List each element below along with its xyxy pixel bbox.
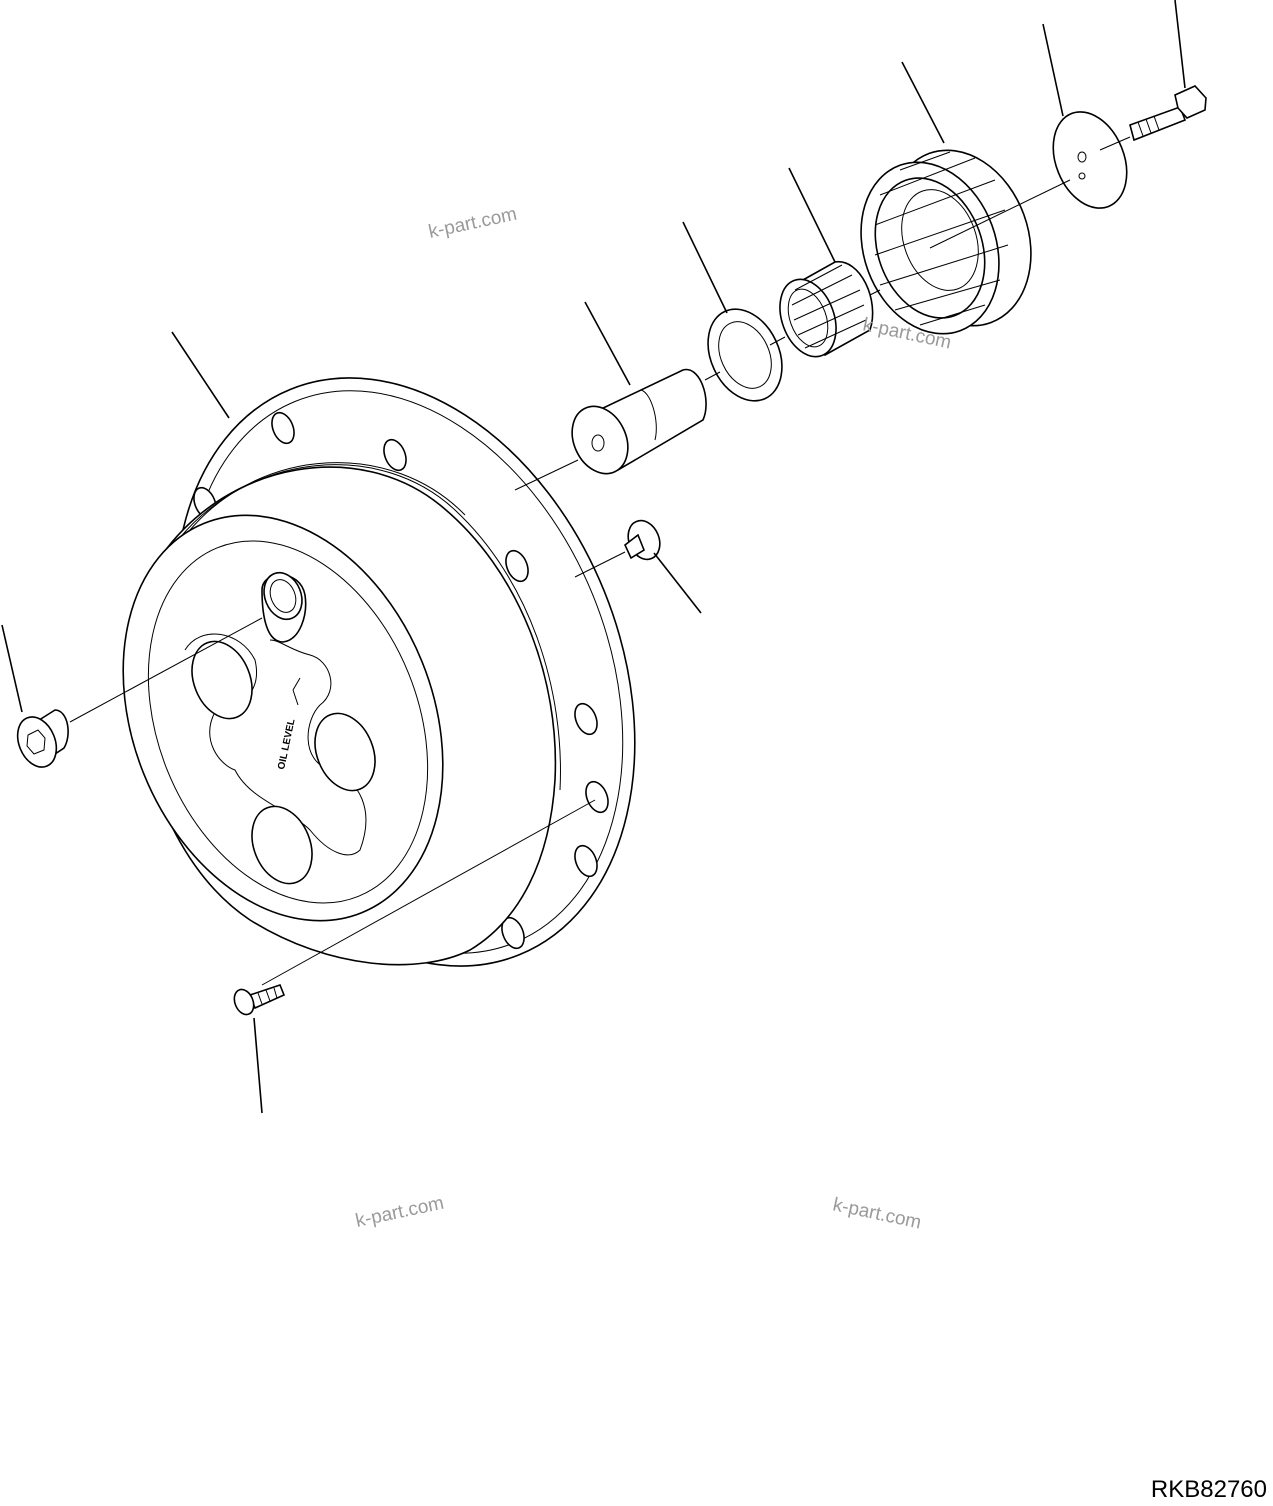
callout-drain-plug bbox=[1, 624, 23, 713]
needle-bearing bbox=[779, 261, 874, 358]
callout-leaders bbox=[1, 0, 1186, 1114]
watermark: k-part.com bbox=[831, 1194, 923, 1233]
callout-countersunk-screw bbox=[253, 1017, 263, 1114]
callout-cover-plate bbox=[1042, 23, 1064, 117]
hex-bolt bbox=[1129, 85, 1207, 142]
callout-hex-bolt bbox=[1174, 0, 1186, 89]
drain-plug bbox=[16, 709, 69, 768]
cover-plate bbox=[1052, 111, 1128, 209]
callout-planet-shaft bbox=[584, 301, 631, 386]
watermark: k-part.com bbox=[354, 1193, 446, 1232]
callout-hub-housing bbox=[171, 331, 230, 419]
dowel-pin bbox=[624, 519, 661, 561]
planet-shaft bbox=[571, 368, 707, 475]
assembly-axes bbox=[69, 136, 1131, 986]
callout-thrust-washer bbox=[682, 221, 728, 314]
countersunk-screw bbox=[233, 984, 286, 1016]
reference-code: RKB82760 bbox=[1151, 1476, 1267, 1503]
callout-dowel-pin bbox=[653, 552, 702, 614]
watermark: k-part.com bbox=[427, 204, 519, 243]
thrust-washer bbox=[707, 308, 783, 402]
flange-bolt-holes bbox=[193, 411, 609, 950]
callout-needle-bearing bbox=[788, 167, 836, 263]
hub-housing: OIL LEVEL bbox=[122, 377, 636, 967]
callout-planet-gear bbox=[901, 61, 945, 144]
